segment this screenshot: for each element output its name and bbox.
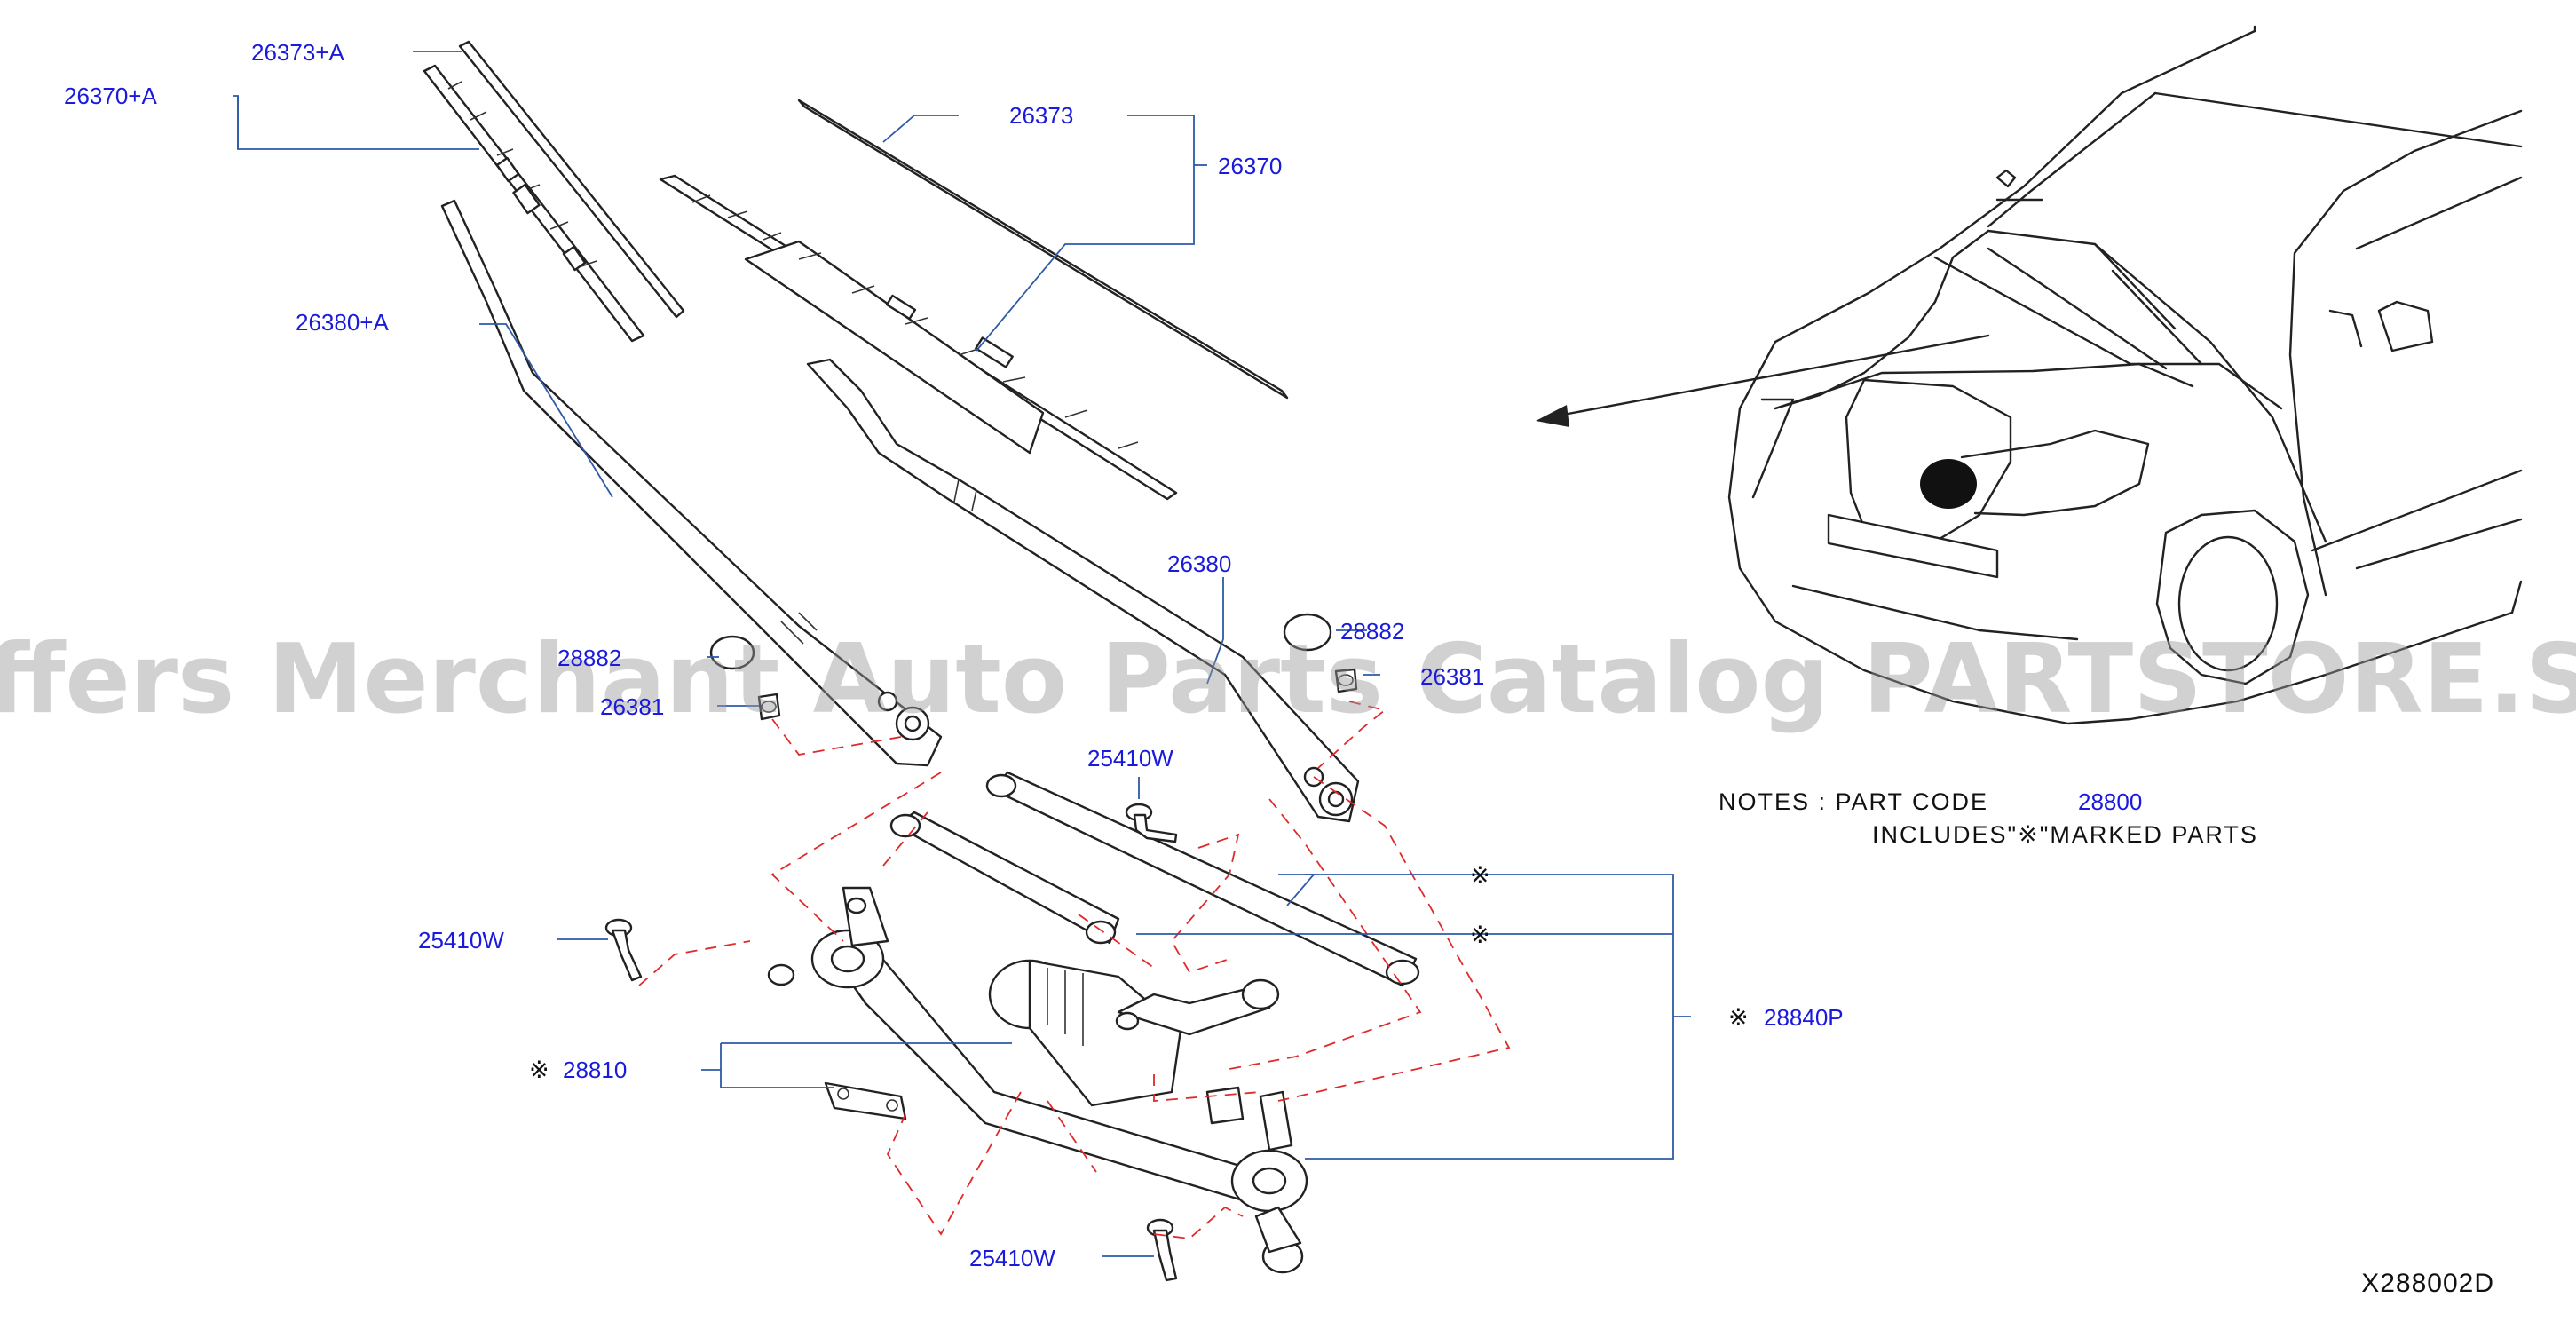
diagram-code: X288002D (2361, 1269, 2494, 1298)
reference-mark-1: ※ (1470, 862, 1492, 889)
label-26370[interactable]: 26370 (1218, 153, 1282, 179)
wiper-linkage (767, 771, 1420, 1274)
label-28882-left[interactable]: 28882 (557, 645, 621, 671)
vehicle-outline (1727, 25, 2523, 725)
label-26373A[interactable]: 26373+A (251, 39, 344, 66)
label-26380A[interactable]: 26380+A (296, 309, 389, 336)
view-arrow (1536, 334, 1990, 427)
wiper-blade-right (659, 99, 1289, 501)
wiper-blade-left (423, 40, 685, 343)
arm-cap-right (1283, 613, 1358, 693)
label-25410W-top[interactable]: 25410W (1087, 745, 1173, 772)
label-26373[interactable]: 26373 (1009, 102, 1073, 129)
notes-line-1: NOTES : PART CODE (1719, 788, 1988, 815)
reference-mark-2: ※ (1470, 922, 1492, 948)
wiper-arm-right (806, 358, 1360, 823)
label-26370A[interactable]: 26370+A (64, 83, 157, 109)
dashed-guides (638, 701, 1511, 1239)
label-28882-right[interactable]: 28882 (1340, 618, 1404, 645)
notes-line-2: INCLUDES"※"MARKED PARTS (1872, 821, 2258, 848)
bolt-left (604, 918, 643, 982)
label-25410W-bottom[interactable]: 25410W (969, 1245, 1055, 1271)
label-28810[interactable]: 28810 (563, 1057, 627, 1083)
emblem-icon (1920, 459, 1977, 509)
reference-mark-28810: ※ (529, 1057, 551, 1083)
label-26381-left[interactable]: 26381 (600, 693, 664, 720)
bolt-top (1125, 803, 1178, 843)
watermark: Offers Merchant Auto Parts Catalog PARTS… (0, 624, 2576, 735)
label-26380[interactable]: 26380 (1167, 550, 1231, 577)
label-26381-right[interactable]: 26381 (1420, 663, 1484, 690)
wiper-arm-left (440, 199, 943, 767)
label-28840P[interactable]: 28840P (1764, 1004, 1844, 1031)
bolt-bottom (1146, 1218, 1178, 1282)
arm-cap-left (709, 635, 781, 721)
label-25410W-left[interactable]: 25410W (418, 927, 504, 954)
leader-lines (233, 51, 1691, 1257)
notes-part-code[interactable]: 28800 (2078, 788, 2142, 815)
reference-mark-28840P: ※ (1728, 1004, 1750, 1031)
